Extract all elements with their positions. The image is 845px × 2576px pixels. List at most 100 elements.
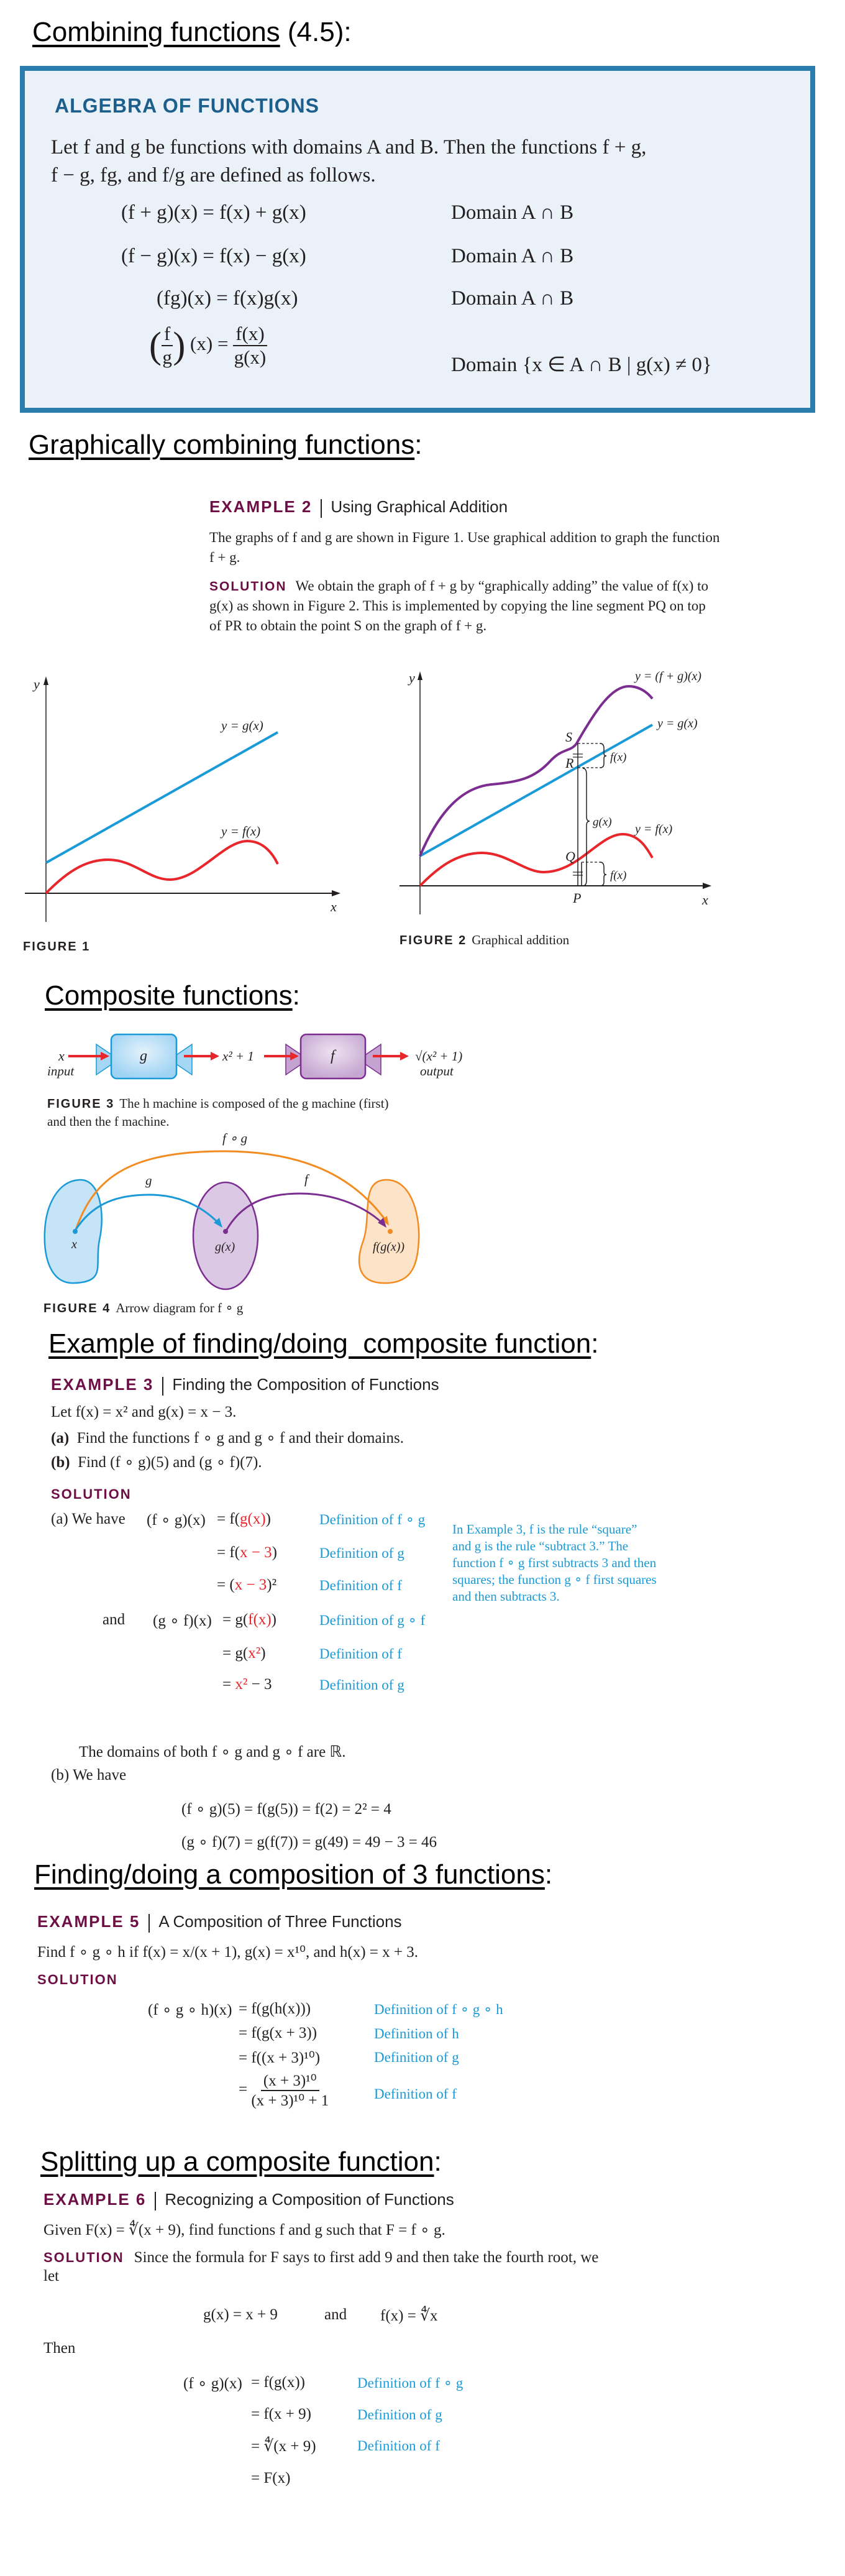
example2-solution: of PR to obtain the point S on the graph… [209,618,487,633]
heading-suffix: : [292,980,300,1011]
y-axis-label: y [32,676,40,692]
figure4-caption: FIGURE 4 Arrow diagram for f ∘ g [43,1300,243,1316]
rhs-post: ) [260,1645,266,1662]
heading-text: Example of finding/doing composite funct… [48,1328,592,1359]
heading-suffix: : [544,1859,553,1890]
row-definition: Definition of f ∘ g [357,2375,464,2391]
figures-1-2: y x y = g(x) y = f(x) y x y = (f + g)(x)… [25,669,711,922]
row-definition: Definition of g [319,1677,404,1693]
example-label: EXAMPLE 6 [43,2190,147,2209]
rhs-highlight: x − 3 [234,1576,267,1593]
example-label: EXAMPLE 5 [37,1912,140,1931]
domains-text: The domains of both f ∘ g and g ∘ f are … [79,1744,346,1760]
row-rhs: = g(f(x)) [222,1611,276,1629]
solution-text: Since the formula for F says to first ad… [134,2249,599,2266]
y-axis-arrow-icon [43,676,48,685]
rhs-highlight: g(x) [240,1511,266,1527]
brace-bottom-label: f(x) [610,869,626,882]
part-marker: (b) [51,1454,70,1471]
input-label: input [47,1064,75,1079]
example-title: Recognizing a Composition of Functions [165,2190,454,2209]
output-label: output [420,1064,454,1079]
point-q-label: Q [565,849,575,864]
caption-text: Graphical addition [472,932,570,947]
example-label: EXAMPLE 2 [209,497,313,516]
middle-value: x² + 1 [222,1049,254,1064]
point-fgx [388,1229,393,1234]
f-arrow [226,1192,384,1230]
row-rhs: = (x − 3)² [217,1576,276,1594]
and-label: and [103,1611,126,1628]
f-label: y = f(x) [220,824,260,839]
f-label: f [304,1172,310,1187]
quotient-rhs-den: g(x) [234,346,267,368]
row-definition: Definition of f [319,1578,402,1593]
example5-solution-label: SOLUTION [37,1972,118,1987]
caption-label: FIGURE 4 [43,1302,111,1315]
rhs-post: ) [265,1511,271,1527]
example3-part-b: (b) Find (f ∘ g)(5) and (g ∘ f)(7). [51,1453,262,1471]
brace-mid-label: g(x) [593,816,612,829]
section-heading-graphical: Graphically combining functions: [29,431,422,459]
figure-3: x input g x² + 1 f √(x² + 1) output [47,1033,462,1080]
heading-suffix: : [591,1328,599,1359]
row-eq: = f(g(x + 3)) [239,2025,317,2041]
x-axis-label: x [701,892,708,908]
rhs-highlight: x² [248,1645,261,1662]
domain-product: Domain A ∩ B [451,287,574,310]
g-arrow [75,1194,220,1230]
example3-solution-label: SOLUTION [51,1486,132,1502]
f-machine [299,1033,367,1080]
heading-text: Finding/doing a composition of 3 functio… [34,1859,545,1890]
sum-label: y = (f + g)(x) [634,669,701,683]
heading-text: Composite functions [45,980,293,1011]
brace-top-label: f(x) [610,751,626,764]
f-label: y = f(x) [634,822,672,836]
row-eq: = f((x + 3)¹⁰) [239,2049,321,2066]
arrowhead-icon [214,1218,222,1228]
row-definition: Definition of h [374,2026,459,2041]
margin-note: In Example 3, f is the rule “square” and… [452,1521,657,1605]
figure-2: y x y = (f + g)(x) y = g(x) y = f(x) S R… [400,669,711,914]
row-definition: Definition of f ∘ g ∘ h [374,2002,503,2017]
heading-text: Graphically combining functions [29,430,415,460]
brace-icon [600,743,607,768]
part-b-intro: (b) We have [51,1767,127,1783]
brace-icon [600,862,607,886]
g-label: g [145,1173,152,1188]
arrowhead-icon [378,1218,386,1228]
note-line: squares; the function g ∘ f first square… [452,1572,657,1587]
example3-given: Let f(x) = x² and g(x) = x − 3. [51,1404,237,1420]
output-value: √(x² + 1) [415,1049,462,1064]
rhs-pre: = g( [222,1645,249,1662]
example6-given: Given F(x) = ∜(x + 9), find functions f … [43,2222,445,2238]
rhs-highlight: x² [235,1676,248,1693]
section-heading-three: Finding/doing a composition of 3 functio… [34,1861,552,1888]
f-curve [419,832,654,887]
composite-arrow [75,1150,388,1230]
rhs-pre: = [222,1676,235,1693]
let-g: g(x) = x + 9 [203,2306,278,2323]
composite-label: f ∘ g [222,1131,247,1146]
figure-4: f ∘ g g f x g(x) f(g(x)) [43,1131,420,1290]
section-heading-example-composite: Example of finding/doing composite funct… [48,1330,598,1358]
intermediate-blob [192,1181,259,1290]
x-axis-arrow-icon [332,890,340,896]
row-definition: Definition of f ∘ g [319,1512,426,1527]
heading-suffix: : [434,2146,442,2177]
caption-label: FIGURE 3 [47,1097,115,1111]
note-line: In Example 3, f is the rule “square” [452,1522,637,1537]
row-eq: = f(g(h(x))) [239,2000,311,2017]
fraction-den: (x + 3)¹⁰ + 1 [251,2092,329,2109]
heading-text: Splitting up a composite function [40,2146,434,2177]
then-label: Then [43,2340,76,2357]
part-text: Find the functions f ∘ g and g ∘ f and t… [76,1430,404,1447]
arrow-icons [68,1052,409,1060]
example2-solution: g(x) as shown in Figure 2. This is imple… [209,598,706,614]
y-axis-arrow-icon [418,671,422,680]
part-b-equation: (g ∘ f)(7) = g(f(7)) = g(49) = 49 − 3 = … [181,1834,437,1851]
example-title: Finding the Composition of Functions [172,1375,439,1394]
